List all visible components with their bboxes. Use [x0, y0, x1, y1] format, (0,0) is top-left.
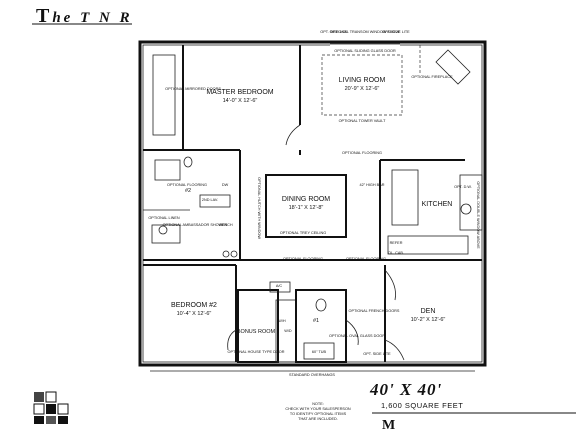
kitchen-sink [460, 203, 472, 215]
note-ac: A/C [276, 284, 283, 288]
logo-cell [34, 416, 44, 424]
note-transom: OPTIONAL TRANSOM WINDOW ABOVE [330, 30, 401, 34]
note-dw: DW [222, 183, 229, 187]
tub-1 [303, 342, 335, 360]
kitchen-counter-south [387, 235, 469, 255]
note-mirrored-doors: OPTIONAL MIRRORED DOORS [165, 87, 221, 91]
bedroom2-door-swing [227, 329, 237, 351]
dining-room-dim: 18'-1" X 12'-8" [289, 205, 324, 211]
plan-title-rest: he T N R [52, 10, 133, 26]
tub-2 [154, 159, 181, 181]
note-wh: W/H [278, 319, 286, 323]
den-door [384, 339, 405, 361]
note-wd: W/D [284, 329, 292, 333]
bath1 [295, 289, 347, 363]
shower-2 [151, 224, 181, 244]
brand-partial: M [382, 418, 398, 433]
master-bedroom-label: MASTER BEDROOM [206, 89, 273, 96]
sink-2 [158, 225, 168, 235]
note-opt-window: OPTIONAL DOUBLE WINDOW ABOVE [476, 181, 480, 249]
note-refer: REFER [390, 241, 403, 245]
note-amb-shower: OPTIONAL AMBASSADOR SHOWER [163, 223, 228, 227]
note-2nd-lav: 2ND LAV. [202, 198, 218, 202]
note-flooring-mid: OPTIONAL FLOORING [283, 257, 323, 261]
living-room-label: LIVING ROOM [339, 77, 386, 84]
disclaimer-line-1: CHECK WITH YOUR SALESPERSON [285, 407, 351, 411]
bedroom2-dim: 10'-4" X 12'-6" [177, 311, 212, 317]
note-flooring-low: OPTIONAL FLOORING [346, 257, 386, 261]
plan-dimensions: 40' X 40' [370, 380, 443, 399]
note-fireplace: OPTIONAL FIREPLACE [411, 75, 453, 79]
living-room-dim: 20'-9" X 12'-6" [345, 86, 380, 92]
bath1-label: #1 [313, 318, 319, 324]
note-side-lite-right: OPT. SIDE LITE [382, 30, 410, 34]
note-bench: BENCH [219, 223, 233, 227]
den-label: DEN [421, 308, 436, 315]
kitchen-label: KITCHEN [422, 201, 453, 208]
fixture-b [230, 250, 238, 258]
plan-title-initial: T [36, 5, 53, 27]
plan-title: The T N R [36, 5, 133, 28]
logo-cell [58, 416, 68, 424]
note-overhangs: STANDARD OVERHANGS [289, 373, 335, 377]
bedroom2-label: BEDROOM #2 [171, 302, 217, 309]
bath2-label: #2 [185, 188, 191, 194]
logo-cell [46, 404, 56, 414]
logo-cell [57, 403, 69, 415]
disclaimer-title: NOTE: [312, 402, 324, 406]
square-footage: 1,600 SQUARE FEET [381, 401, 464, 410]
exterior-wall [138, 40, 487, 367]
logo-cell [45, 391, 57, 403]
note-tower-vault: OPTIONAL TOWER VAULT [339, 119, 387, 123]
french-door-1 [384, 269, 396, 301]
brand-logo [33, 391, 69, 424]
tower-vault-outline [321, 54, 403, 116]
logo-cell [33, 403, 45, 415]
disclaimer-line-3: THAT ARE INCLUDED. [298, 417, 338, 421]
note-linen: OPTIONAL LINEN [148, 216, 180, 220]
note-french: OPTIONAL FRENCH DOORS [349, 309, 400, 313]
note-tray: OPTIONAL TREY CEILING [280, 231, 326, 235]
bonus-room-label: BONUS ROOM [237, 329, 276, 335]
den-dim: 10'-2" X 12'-6" [411, 317, 446, 323]
kitchen-island [391, 169, 419, 226]
dining-room-label: DINING ROOM [282, 196, 330, 203]
note-side-lite-left: OPT. SIDE LITE [320, 30, 348, 34]
note-high-bar: 42" HIGH BAR [360, 183, 385, 187]
bonus-room [237, 289, 279, 363]
closet [152, 54, 176, 136]
oval-glass-door [345, 319, 359, 346]
dining-trey-ceiling [265, 174, 347, 238]
ac-unit [269, 281, 291, 293]
master-door-swing [285, 124, 301, 146]
note-ol-cab: OL. CAB. [388, 251, 404, 255]
fireplace [435, 49, 471, 85]
note-tub: 60" TUB [312, 350, 327, 354]
toilet-1 [315, 298, 327, 312]
note-house-door: OPTIONAL HOUSE TYPE DOOR [228, 350, 285, 354]
note-oval: OPTIONAL OVAL GLASS DOOR [329, 334, 385, 338]
disclaimer-note: NOTE: CHECK WITH YOUR SALESPERSON TO IDE… [283, 402, 353, 422]
note-flooring-top: OPTIONAL FLOORING [342, 151, 382, 155]
kitchen-counter [459, 174, 483, 231]
logo-cell [34, 392, 44, 402]
toilet-2 [183, 156, 193, 168]
note-hutch: OPTIONAL HUTCH WITH WINDOW [257, 177, 261, 239]
master-bedroom-dim: 14'-0" X 12'-6" [223, 98, 258, 104]
fixture-a [222, 250, 230, 258]
note-sliding-glass: OPTIONAL SLIDING GLASS DOOR [334, 49, 396, 53]
note-side-lite-bottom: OPT. SIDE LITE [363, 352, 391, 356]
note-opt-dw: OPT. D.W. [454, 185, 472, 189]
vanity-2 [199, 194, 231, 208]
logo-cell [46, 416, 56, 424]
disclaimer-line-2: TO IDENTIFY OPTIONAL ITEMS [289, 412, 347, 416]
note-flooring-left: OPTIONAL FLOORING [167, 183, 207, 187]
